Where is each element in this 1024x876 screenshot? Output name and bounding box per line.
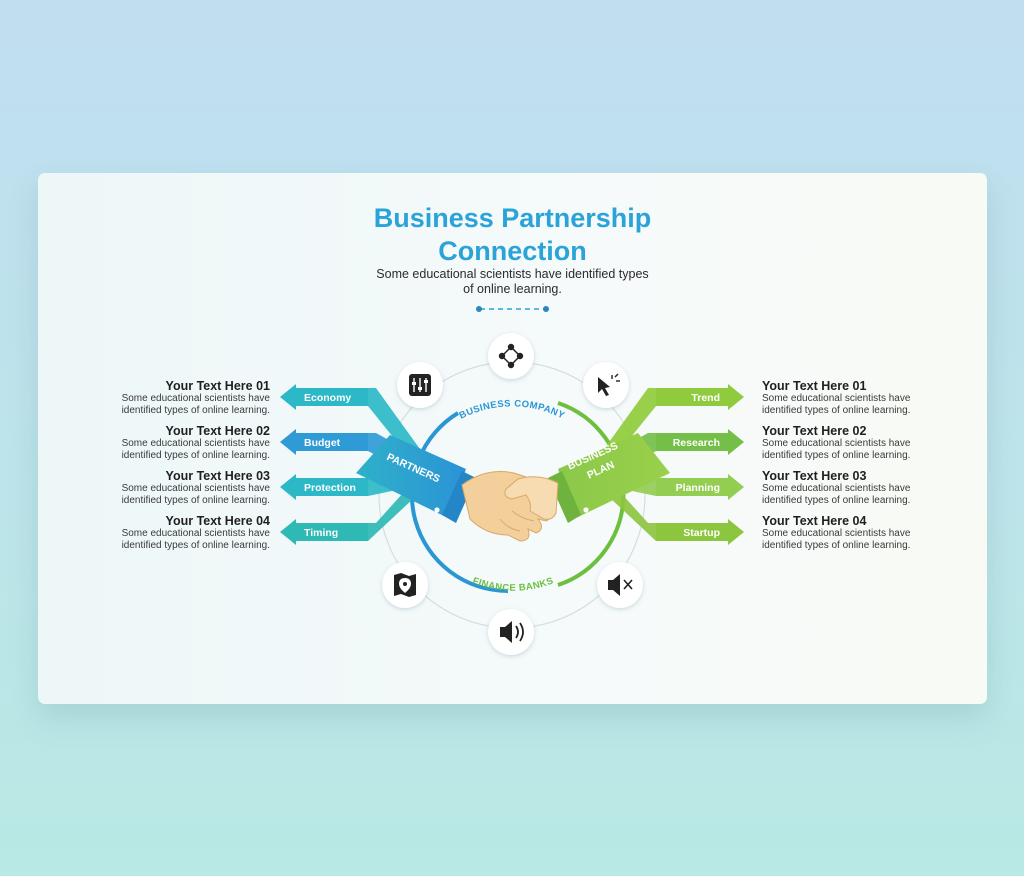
dashed-divider: [476, 306, 549, 312]
right-arrow-label-3: Planning: [676, 482, 720, 494]
right-item-title: Your Text Here 03: [762, 469, 867, 483]
left-item-title: Your Text Here 02: [165, 424, 270, 438]
partnership-diagram: BUSINESS COMPANY FINANCE BANKS EconomyBu…: [280, 306, 744, 655]
left-item-desc-line1: Some educational scientists have: [121, 393, 270, 404]
left-item-desc-line2: identified types of online learning.: [121, 495, 270, 506]
left-item-title: Your Text Here 01: [165, 379, 270, 393]
right-item-desc-line2: identified types of online learning.: [762, 450, 911, 461]
slide-subtitle: Some educational scientists have identif…: [356, 267, 669, 297]
left-item-desc-line1: Some educational scientists have: [121, 528, 270, 539]
handshake-icon: [461, 471, 559, 542]
slide-title-line2: Connection: [438, 236, 587, 266]
left-arrow-label-2: Budget: [304, 437, 341, 449]
left-item-title: Your Text Here 04: [165, 514, 270, 528]
right-item-desc-line1: Some educational scientists have: [762, 483, 911, 494]
left-item-title: Your Text Here 03: [165, 469, 270, 483]
right-arrow-label-1: Trend: [691, 392, 720, 404]
left-item-desc-line2: identified types of online learning.: [121, 405, 270, 416]
left-sleeve: PARTNERS: [356, 435, 476, 523]
right-item-desc-line2: identified types of online learning.: [762, 405, 911, 416]
right-item-title: Your Text Here 04: [762, 514, 867, 528]
slide-title-line1: Business Partnership: [373, 203, 652, 233]
right-item-title: Your Text Here 02: [762, 424, 867, 438]
left-arrow-label-1: Economy: [304, 392, 351, 404]
network-icon: [488, 333, 534, 379]
ring-top-label: BUSINESS COMPANY: [458, 398, 567, 421]
left-item-desc-line1: Some educational scientists have: [121, 483, 270, 494]
left-arrow-label-3: Protection: [304, 482, 356, 494]
left-item-desc-line1: Some educational scientists have: [121, 438, 270, 449]
left-arrow-label-4: Timing: [304, 527, 338, 539]
right-arrow-label-4: Startup: [683, 527, 720, 539]
ring-bottom-label: FINANCE BANKS: [471, 575, 555, 593]
right-item-desc-line2: identified types of online learning.: [762, 540, 911, 551]
right-arrow-4: Startup: [594, 463, 744, 545]
subtitle-line2: of online learning.: [463, 282, 562, 296]
subtitle-line1: Some educational scientists have identif…: [376, 267, 649, 281]
right-arrow-label-2: Research: [673, 437, 720, 449]
inner-arc-blue: [409, 411, 509, 593]
right-item-desc-line1: Some educational scientists have: [762, 393, 911, 404]
right-item-desc-line1: Some educational scientists have: [762, 438, 911, 449]
left-arrow-4: Timing: [280, 463, 430, 545]
right-item-title: Your Text Here 01: [762, 379, 867, 393]
right-item-desc-line2: identified types of online learning.: [762, 495, 911, 506]
left-item-desc-line2: identified types of online learning.: [121, 450, 270, 461]
right-item-desc-line1: Some educational scientists have: [762, 528, 911, 539]
slide: Business Partnership Connection Some edu…: [38, 173, 987, 704]
left-item-desc-line2: identified types of online learning.: [121, 540, 270, 551]
